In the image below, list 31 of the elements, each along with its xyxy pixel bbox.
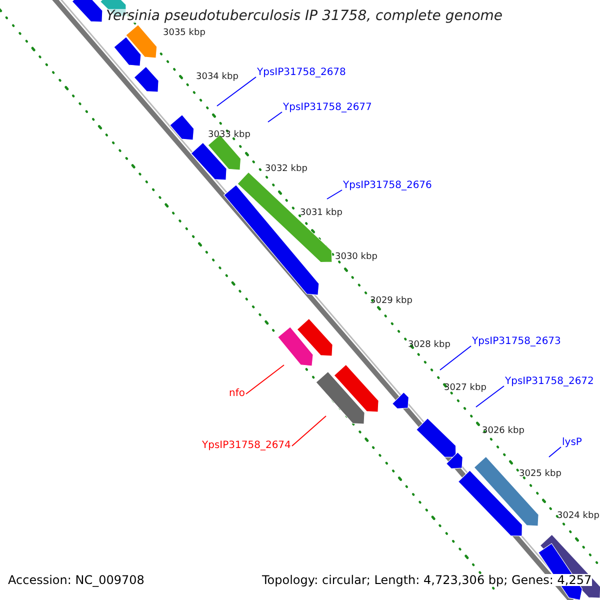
leader-line bbox=[292, 416, 326, 446]
footer-text: Accession: NC_009708 bbox=[8, 574, 144, 586]
leader-line bbox=[268, 112, 282, 122]
position-label: 3033 kbp bbox=[208, 131, 250, 140]
gene-label: YpsIP31758_2673 bbox=[472, 335, 561, 349]
gene-label: YpsIP31758_2676 bbox=[343, 179, 432, 193]
leader-line bbox=[440, 346, 472, 370]
gene-label: YpsIP31758_2674 bbox=[202, 439, 291, 453]
position-label: 3034 kbp bbox=[196, 73, 238, 82]
footer-text: Topology: circular; Length: 4,723,306 bp; Genes: 4,257 bbox=[262, 574, 592, 586]
position-label: 3028 kbp bbox=[408, 341, 450, 350]
gene-label: nfo bbox=[229, 387, 245, 401]
position-label: 3025 kbp bbox=[519, 470, 562, 479]
title: Yersinia pseudotuberculosis IP 31758, complete genome bbox=[106, 9, 503, 23]
gene-label: YpsIP31758_2678 bbox=[257, 66, 346, 80]
position-label: 3035 kbp bbox=[163, 29, 206, 38]
leader-line bbox=[548, 446, 562, 458]
position-label: 3029 kbp bbox=[370, 297, 412, 306]
gene-label: YpsIP31758_2672 bbox=[505, 375, 594, 389]
gene-label: lysP bbox=[562, 436, 582, 450]
position-label: 3031 kbp bbox=[300, 209, 342, 218]
position-label: 3024 kbp bbox=[557, 512, 600, 521]
position-label: 3030 kbp bbox=[335, 253, 378, 262]
position-label: 3027 kbp bbox=[444, 384, 486, 393]
gene-label: YpsIP31758_2677 bbox=[283, 101, 372, 115]
leader-line bbox=[326, 190, 342, 200]
position-label: 3026 kbp bbox=[482, 427, 524, 436]
leader-line bbox=[476, 386, 504, 408]
leader-line bbox=[246, 364, 284, 394]
position-label: 3032 kbp bbox=[265, 165, 308, 174]
leader-line bbox=[216, 76, 256, 106]
